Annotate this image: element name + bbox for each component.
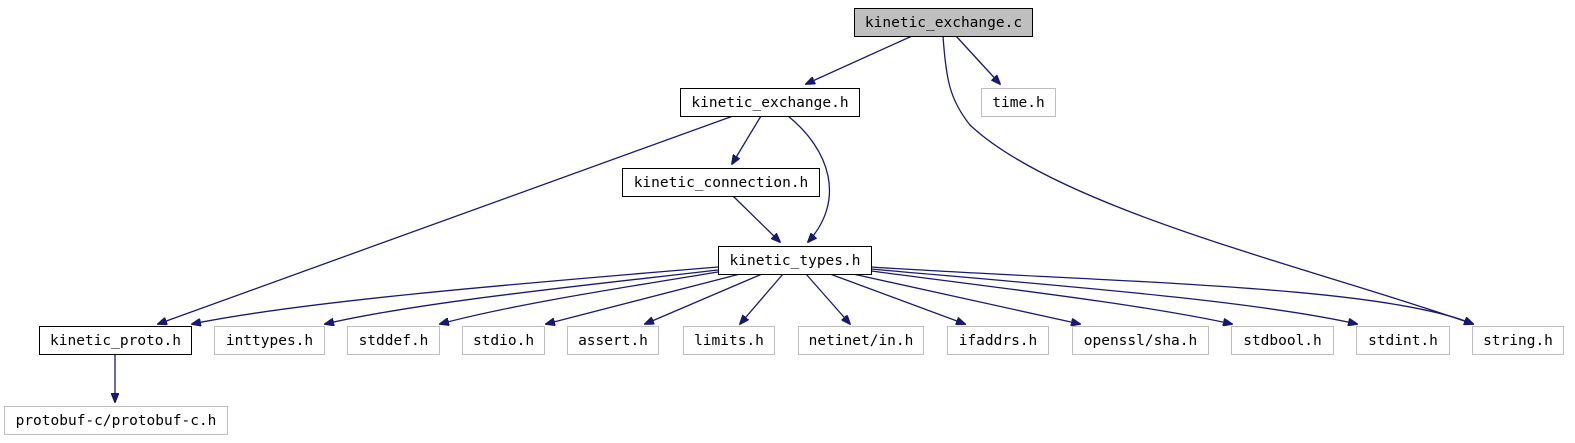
edges-layer: [115, 35, 1473, 402]
node-openssl-sha-h: openssl/sha.h: [1072, 326, 1209, 355]
node-box: [621, 167, 821, 198]
node-box: [4, 406, 228, 435]
edge-kinetic-types-h-to-string-h: [870, 266, 1473, 324]
node-box: [1472, 326, 1564, 355]
edge-kinetic-types-h-to-limits-h: [740, 273, 784, 324]
node-kinetic-exchange-c[interactable]: kinetic_exchange.c: [853, 7, 1034, 38]
node-box: [798, 326, 924, 355]
node-stdio-h: stdio.h: [462, 326, 545, 355]
node-kinetic-types-h[interactable]: kinetic_types.h: [717, 245, 873, 276]
node-box: [38, 325, 193, 356]
edge-kinetic-types-h-to-netinet-in-h: [805, 273, 850, 324]
edge-kinetic-exchange-h-to-kinetic-proto-h: [158, 115, 734, 324]
edge-kinetic-exchange-c-to-kinetic-exchange-h: [806, 35, 913, 84]
node-protobuf-c-h: protobuf-c/protobuf-c.h: [4, 406, 228, 435]
node-label: kinetic_exchange.h: [691, 95, 848, 111]
edge-kinetic-types-h-to-stdint-h: [870, 268, 1357, 324]
edge-kinetic-types-h-to-stdbool-h: [870, 270, 1232, 324]
node-label: protobuf-c/protobuf-c.h: [16, 413, 217, 429]
node-label: time.h: [992, 95, 1044, 111]
node-label: netinet/in.h: [809, 333, 914, 349]
nodes-layer: kinetic_exchange.c kinetic_exchange.h time…: [4, 7, 1564, 435]
node-label: string.h: [1483, 333, 1553, 349]
node-label: kinetic_connection.h: [634, 175, 809, 191]
node-box: [1231, 326, 1334, 355]
node-netinet-in-h: netinet/in.h: [798, 326, 924, 355]
node-limits-h: limits.h: [683, 326, 775, 355]
edge-kinetic-exchange-c-to-time-h: [955, 35, 1000, 84]
node-box: [462, 326, 545, 355]
node-box: [347, 326, 440, 355]
node-kinetic-exchange-h[interactable]: kinetic_exchange.h: [679, 87, 861, 118]
node-box: [683, 326, 775, 355]
node-kinetic-proto-h[interactable]: kinetic_proto.h: [38, 325, 193, 356]
node-label: inttypes.h: [226, 333, 313, 349]
edge-kinetic-connection-h-to-kinetic-types-h: [732, 195, 780, 242]
node-label: limits.h: [694, 333, 764, 349]
node-label: kinetic_types.h: [730, 253, 861, 269]
node-inttypes-h: inttypes.h: [214, 326, 325, 355]
node-box: [853, 7, 1034, 38]
node-label: stdbool.h: [1243, 333, 1322, 349]
node-stdbool-h: stdbool.h: [1231, 326, 1334, 355]
edge-kinetic-types-h-to-kinetic-proto-h: [192, 266, 719, 324]
edge-kinetic-types-h-to-stddef-h: [440, 271, 719, 324]
node-stdint-h: stdint.h: [1356, 326, 1450, 355]
node-label: kinetic_exchange.c: [865, 15, 1022, 31]
edge-kinetic-types-h-to-ifaddrs-h: [829, 273, 965, 324]
node-time-h: time.h: [981, 88, 1056, 117]
edge-kinetic-types-h-to-inttypes-h: [325, 269, 719, 324]
node-box: [1072, 326, 1209, 355]
node-box: [981, 88, 1056, 117]
node-label: ifaddrs.h: [959, 333, 1038, 349]
edge-kinetic-exchange-h-to-kinetic-connection-h: [732, 115, 762, 164]
edge-kinetic-exchange-h-to-kinetic-types-h: [787, 115, 831, 242]
node-box: [947, 326, 1049, 355]
node-ifaddrs-h: ifaddrs.h: [947, 326, 1049, 355]
node-box: [679, 87, 861, 118]
node-label: stdint.h: [1368, 333, 1438, 349]
node-box: [214, 326, 325, 355]
node-box: [567, 326, 659, 355]
node-label: openssl/sha.h: [1084, 333, 1198, 349]
edge-kinetic-types-h-to-openssl-sha-h: [852, 273, 1080, 324]
edge-kinetic-types-h-to-assert-h: [645, 273, 763, 324]
node-stddef-h: stddef.h: [347, 326, 440, 355]
edge-kinetic-types-h-to-stdio-h: [546, 273, 741, 324]
node-box: [1356, 326, 1450, 355]
node-label: assert.h: [578, 333, 648, 349]
node-box: [717, 245, 873, 276]
edge-kinetic-exchange-c-to-string-h: [942, 35, 1473, 324]
node-label: stdio.h: [473, 333, 534, 349]
node-label: kinetic_proto.h: [50, 333, 181, 349]
node-string-h: string.h: [1472, 326, 1564, 355]
node-kinetic-connection-h[interactable]: kinetic_connection.h: [621, 167, 821, 198]
node-assert-h: assert.h: [567, 326, 659, 355]
node-label: stddef.h: [359, 333, 429, 349]
